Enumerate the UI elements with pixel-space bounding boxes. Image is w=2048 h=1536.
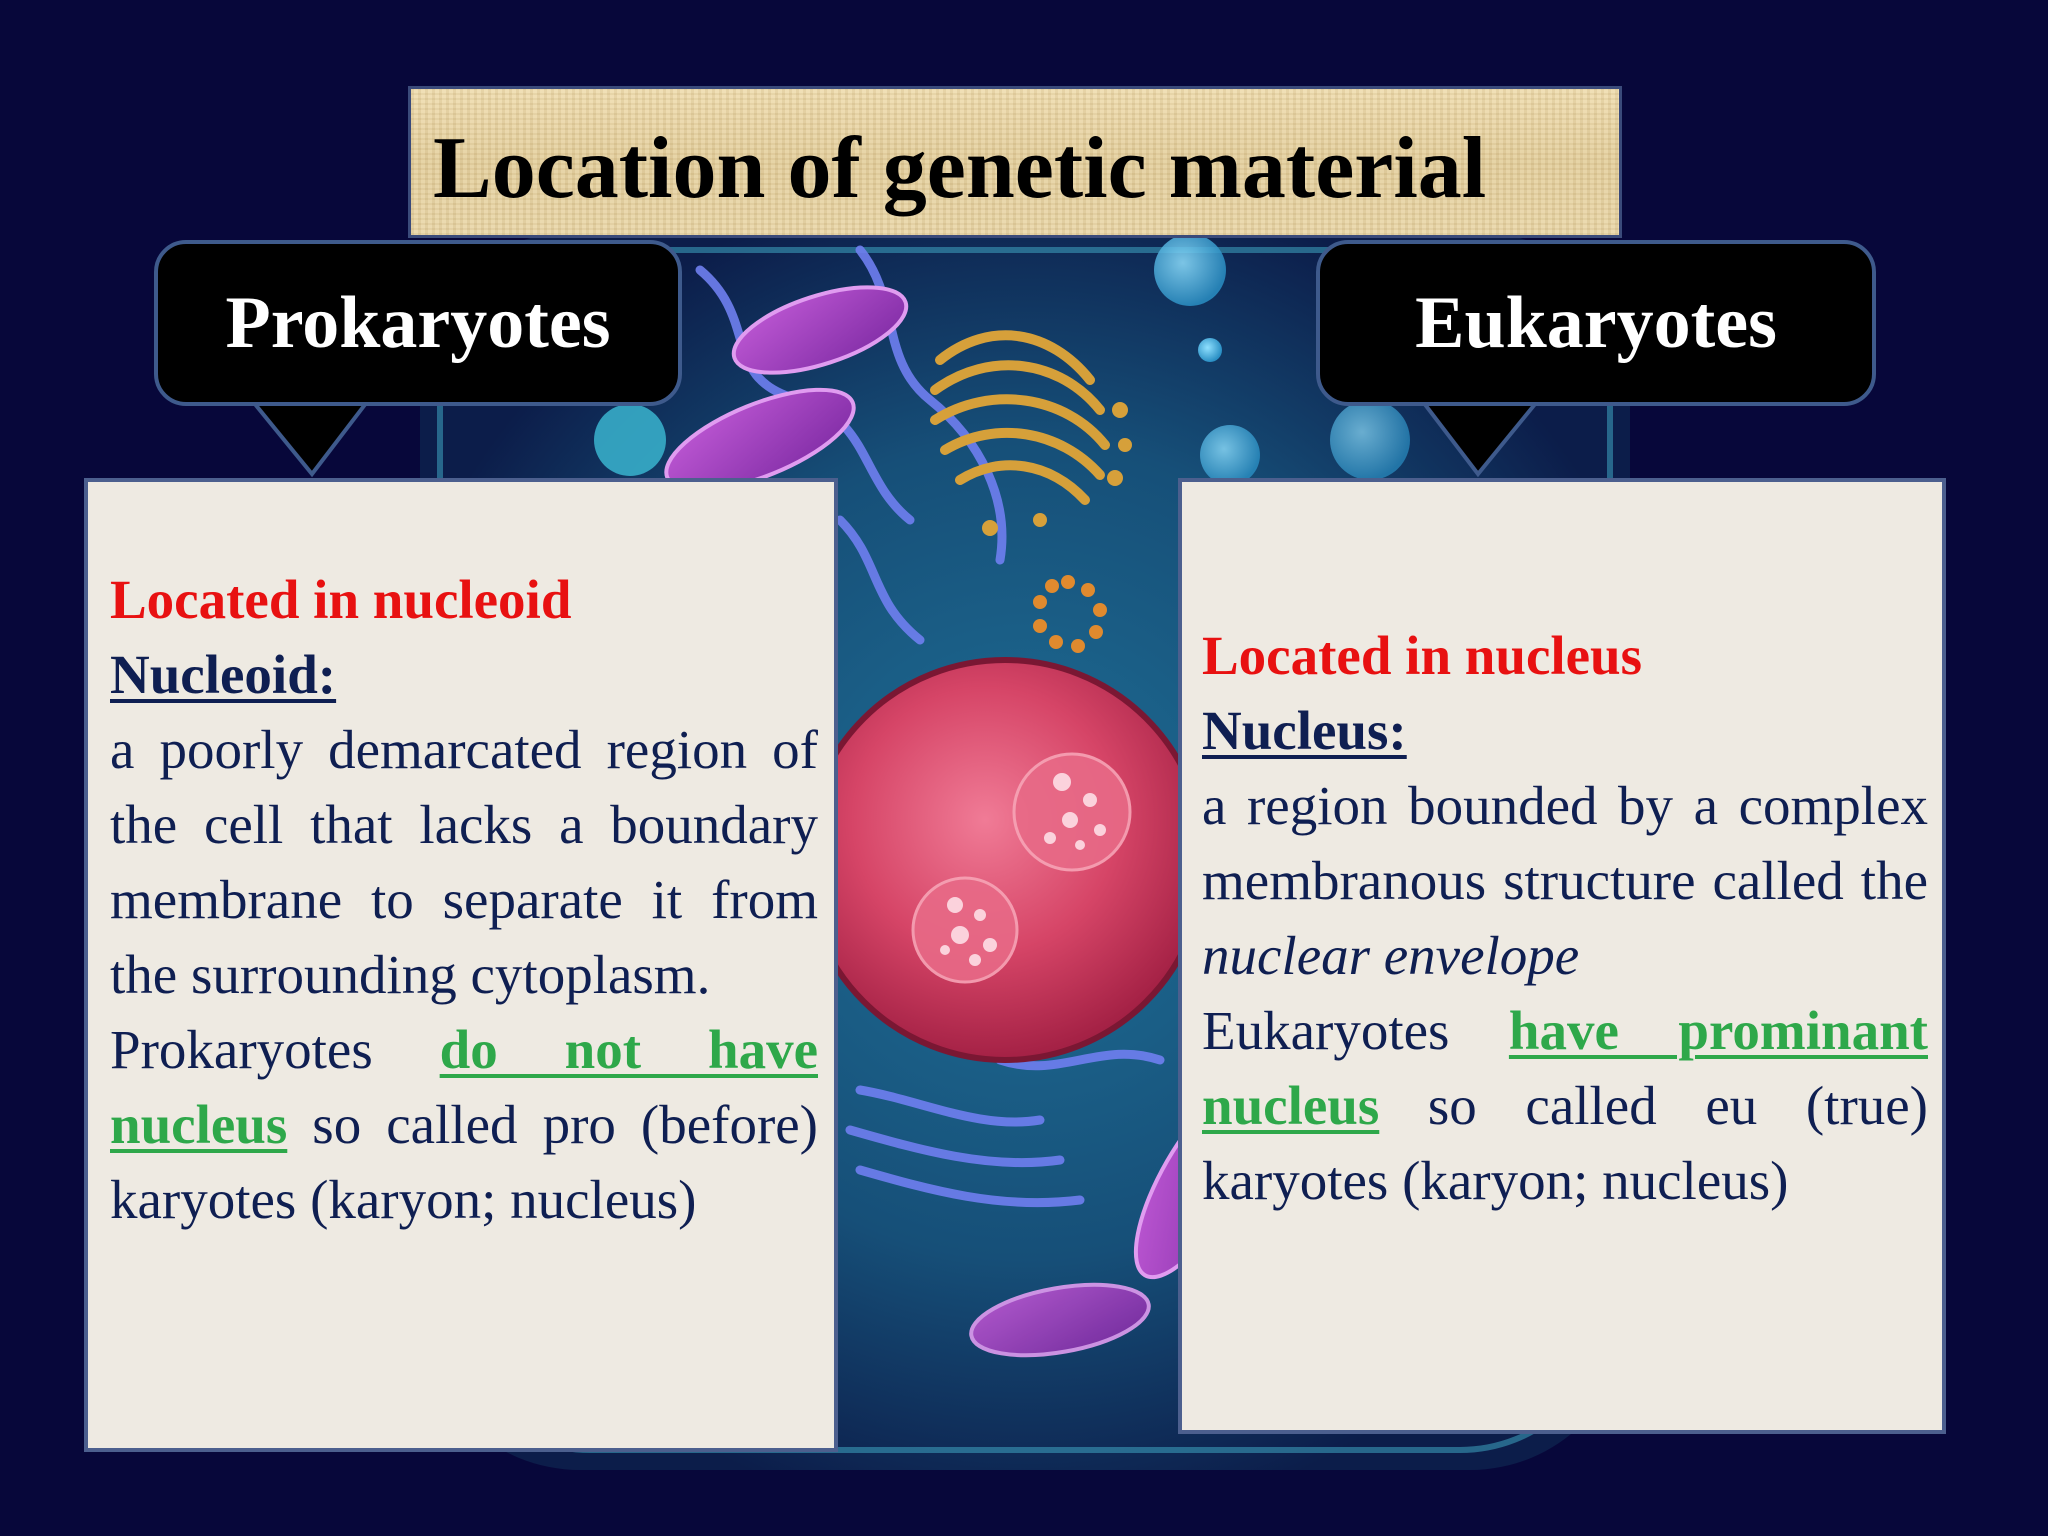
eukaryotes-sentence-start: Eukaryotes — [1202, 1000, 1509, 1061]
prokaryotes-highlight: do not have nucleus — [110, 1019, 818, 1155]
callout-tail-prokaryotes — [250, 398, 370, 478]
prokaryotes-sentence: Prokaryotes do not have nucleus so calle… — [110, 1012, 818, 1237]
eukaryotes-sentence-end: so called eu (true) karyotes (karyon; nu… — [1202, 1075, 1928, 1211]
eukaryotes-panel: Located in nucleus Nucleus: a region bou… — [1178, 478, 1946, 1434]
prokaryotes-heading: Prokaryotes — [225, 282, 611, 364]
vesicles — [594, 234, 1410, 485]
prokaryotes-location: Located in nucleoid — [110, 569, 572, 630]
eukaryotes-highlight: have prominant nucleus — [1202, 1000, 1928, 1136]
eukaryotes-callout: Eukaryotes — [1316, 240, 1876, 406]
prokaryotes-text: Located in nucleoid Nucleoid: a poorly d… — [110, 562, 818, 1237]
nucleus-graphic — [802, 657, 1208, 1063]
eukaryotes-text: Located in nucleus Nucleus: a region bou… — [1202, 618, 1928, 1218]
centrosome — [1033, 575, 1107, 653]
eukaryotes-sentence: Eukaryotes have prominant nucleus so cal… — [1202, 993, 1928, 1218]
nucleoid-definition: a poorly demarcated region of the cell t… — [110, 719, 818, 1005]
prokaryotes-sentence-start: Prokaryotes — [110, 1019, 440, 1080]
nucleus-term: Nucleus: — [1202, 700, 1407, 761]
callout-tail-eukaryotes — [1420, 398, 1540, 478]
nucleus-definition-start: a region bounded by a complex membranous… — [1202, 775, 1928, 911]
nuclear-envelope-term: nuclear envelope — [1202, 925, 1580, 986]
eukaryotes-location: Located in nucleus — [1202, 625, 1643, 686]
prokaryotes-sentence-end: so called pro (before) karyotes (karyon;… — [110, 1094, 818, 1230]
golgi-vesicles — [982, 402, 1132, 536]
prokaryotes-panel: Located in nucleoid Nucleoid: a poorly d… — [84, 478, 838, 1452]
eukaryotes-heading: Eukaryotes — [1415, 282, 1777, 364]
golgi-apparatus — [930, 330, 1110, 505]
title-banner: Location of genetic material — [408, 86, 1622, 238]
prokaryotes-callout: Prokaryotes — [154, 240, 682, 406]
nucleus-definition: a region bounded by a complex membranous… — [1202, 768, 1928, 993]
slide-title: Location of genetic material — [433, 120, 1487, 217]
nucleoid-term: Nucleoid: — [110, 644, 337, 705]
